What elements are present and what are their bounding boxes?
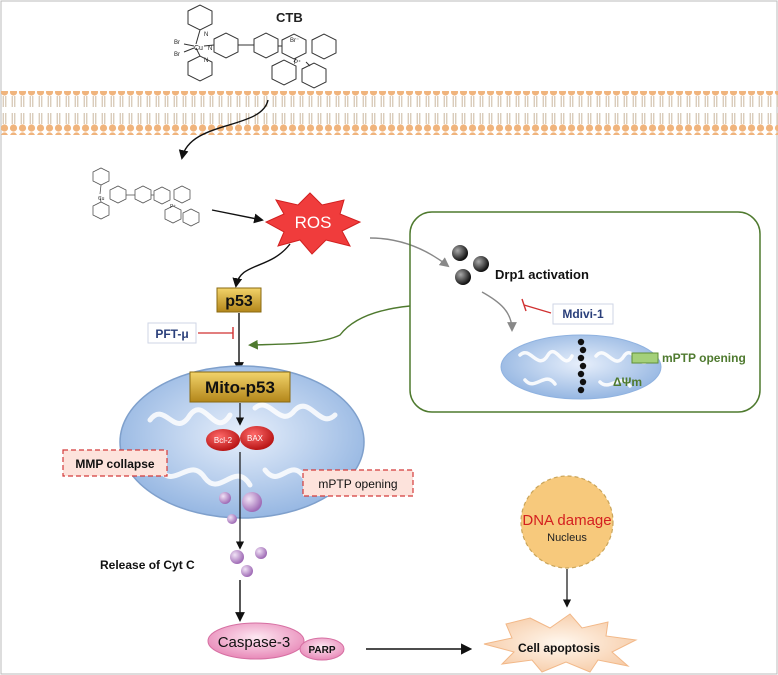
ctb-to-ros-arrow <box>211 209 264 224</box>
mdivi-inhibition-bar <box>521 298 527 312</box>
ctb-internal-cu-label: Cu <box>98 196 105 202</box>
ctb-br-label: Br <box>174 52 180 58</box>
nucleus-label: Nucleus <box>547 532 587 544</box>
mptp-opening-label: mPTP opening <box>318 477 397 491</box>
drp1-ball <box>473 256 489 272</box>
drp1-ball <box>455 269 471 285</box>
ctb-cu-label: Cu <box>194 45 203 52</box>
ros-to-p53-arrow <box>232 243 291 288</box>
cell-membrane <box>0 91 778 135</box>
nucleus-circle <box>520 475 614 569</box>
parp-label: PARP <box>308 645 335 656</box>
cytc-vesicle <box>219 492 231 504</box>
caspase3-oval <box>207 622 305 660</box>
fission-ring <box>577 338 587 394</box>
ctb-br-label: Br <box>174 40 180 46</box>
drp1-to-mito-arrow <box>481 291 517 332</box>
ros-label: ROS <box>295 213 332 232</box>
ctb-label: CTB <box>276 10 303 25</box>
released-cytc-vesicle <box>230 550 244 564</box>
ctb-p-plus-label: P⁺ <box>294 59 301 66</box>
bax-label: BAX <box>247 434 264 443</box>
drp1-inset-frame <box>409 211 761 413</box>
uptake-arrow <box>178 99 269 160</box>
parp-oval <box>299 637 345 661</box>
release-cytc-label: Release of Cyt C <box>100 558 195 572</box>
mdivi-inhibition-line <box>523 304 552 314</box>
drp1-ball <box>452 245 468 261</box>
cytc-vesicle <box>227 514 237 524</box>
mmp-collapse-box <box>62 449 168 477</box>
ctb-n-label: N <box>204 58 208 64</box>
mptp-pore-icon <box>631 352 659 364</box>
mmp-collapse-label: MMP collapse <box>75 457 154 471</box>
drp1-label: Drp1 activation <box>495 267 589 282</box>
bax-oval <box>240 426 274 450</box>
bcl2-oval <box>206 429 240 451</box>
mdivi-label: Mdivi-1 <box>562 307 604 321</box>
released-cytc-vesicle <box>255 547 267 559</box>
ctb-n-label: N <box>208 46 212 52</box>
pft-box <box>147 322 197 344</box>
released-cytc-vesicle <box>241 565 253 577</box>
mito-p53-label: Mito-p53 <box>205 378 275 397</box>
cell-apoptosis-burst <box>483 613 638 673</box>
p53-box <box>216 287 262 313</box>
ctb-structure <box>183 4 337 89</box>
ctb-br-minus-label: Br⁻ <box>290 38 299 44</box>
ros-to-drp1-arrow <box>369 237 450 268</box>
ctb-n-label: N <box>204 32 208 38</box>
ros-starburst <box>264 192 362 255</box>
caspase3-label: Caspase-3 <box>218 634 291 651</box>
mito-p53-box <box>189 371 291 403</box>
cell-apoptosis-label: Cell apoptosis <box>518 641 600 655</box>
p53-label: p53 <box>225 293 253 310</box>
cytc-vesicle <box>242 492 262 512</box>
pft-label: PFT-μ <box>155 327 188 341</box>
bcl2-label: Bcl-2 <box>214 436 233 445</box>
mdivi-box <box>552 303 614 325</box>
inset-to-p53-arrow <box>248 305 411 350</box>
ctb-structure-internal <box>92 167 200 227</box>
mptp-opening-inset-label: mPTP opening <box>662 351 746 365</box>
ctb-internal-p-label: P⁺ <box>170 204 176 210</box>
dna-damage-label: DNA damage <box>522 512 611 529</box>
delta-psi-label: ΔΨm <box>613 375 642 389</box>
mptp-opening-box <box>302 469 414 497</box>
